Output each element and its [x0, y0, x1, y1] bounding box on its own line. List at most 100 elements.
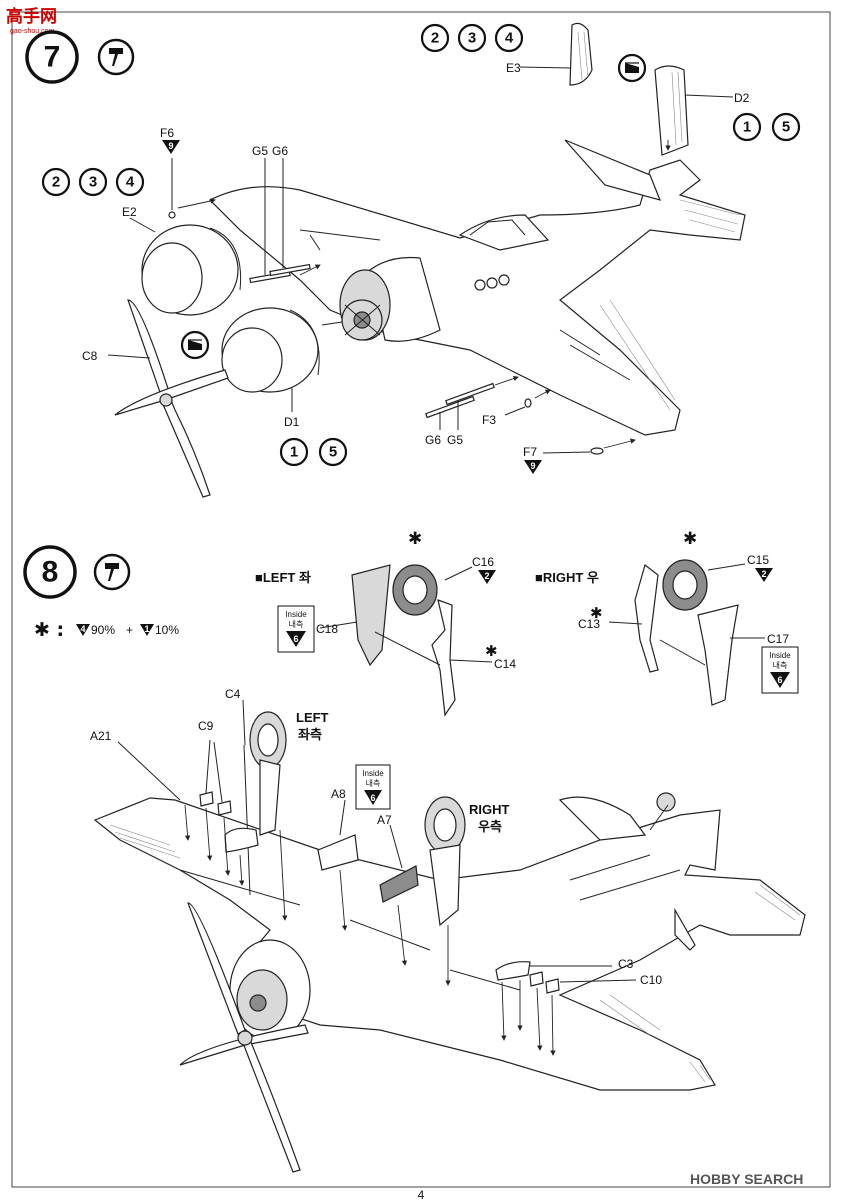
watermark-url: gao-shou.com: [10, 28, 55, 35]
paint-mix-legend: ✱ : 4 90% + 1 10%: [34, 619, 179, 641]
color-triangle: [140, 624, 154, 636]
part-f6: [168, 211, 176, 219]
decal-icon: [617, 53, 647, 83]
color-code: 1: [144, 624, 149, 634]
inside-badge-right: Inside 내측 6: [761, 646, 799, 694]
label-left: LEFT: [296, 710, 329, 725]
color-code: 6: [293, 634, 298, 644]
label-a21: A21: [90, 729, 112, 743]
color-code: 4: [80, 624, 85, 634]
glue-icon: [93, 553, 131, 591]
inside-badge-center: Inside 내측 6: [355, 764, 391, 810]
main-gear-right: [424, 796, 466, 986]
paint-refs-left: 2 3 4: [41, 167, 145, 197]
step-8: 8 ✱ : 4 90% + 1 10% ■LEFT 좌 ■RIGHT 우 Ins…: [23, 529, 806, 1173]
label-g6: G6: [272, 144, 288, 158]
engine: [341, 299, 383, 341]
label-c17: C17: [767, 632, 789, 646]
step-7: 7 2 3 4 2 3 4 1 5 1 5: [25, 22, 801, 498]
mix-percent-b: 10%: [155, 623, 179, 637]
watermark-text: HOBBY SEARCH: [690, 1171, 803, 1187]
label-c14: C14: [494, 657, 516, 671]
asterisk-mark: ✱: [485, 642, 498, 660]
paint-ref: 4: [126, 174, 135, 191]
asterisk-mark: ✱: [408, 529, 422, 549]
label-c9: C9: [198, 719, 214, 733]
mix-percent-a: 90%: [91, 623, 115, 637]
right-gear-subassembly: [608, 559, 765, 706]
left-gear-title: ■LEFT 좌: [255, 570, 311, 585]
asterisk-mark: ✱: [590, 604, 603, 622]
small-doors-left: [117, 739, 259, 886]
label-right-kr: 우측: [478, 819, 502, 834]
color-triangle: [524, 460, 542, 474]
cowling-e2: [129, 217, 242, 316]
label-c4: C4: [225, 687, 241, 701]
gear-door-c18: [351, 564, 391, 667]
color-code: 9: [168, 141, 173, 151]
inside-label-kr: 내측: [289, 620, 304, 629]
color-triangle: [478, 570, 496, 584]
label-e2: E2: [122, 205, 137, 219]
paint-ref: 3: [89, 174, 97, 191]
inside-badge-left: Inside 내측 6: [277, 605, 315, 653]
propeller-c8: [107, 299, 229, 498]
label-g5: G5: [447, 433, 463, 447]
label-c13: C13: [578, 617, 600, 631]
color-code: 9: [530, 461, 535, 471]
color-code: 2: [761, 569, 766, 579]
label-c3: C3: [618, 957, 634, 971]
airframe-step7: [208, 139, 746, 436]
paint-refs-d2: 1 5: [732, 112, 801, 142]
color-triangle: [162, 140, 180, 154]
label-c8: C8: [82, 349, 98, 363]
part-f7: [542, 438, 636, 455]
paint-ref: 5: [782, 119, 790, 136]
watermark-logo: 高手网 gao-shou.com: [6, 6, 57, 35]
paint-ref: 5: [329, 444, 337, 461]
decal-icon: [180, 330, 210, 360]
paint-refs-d1: 1 5: [279, 437, 348, 467]
label-a8: A8: [331, 787, 346, 801]
paint-ref: 4: [505, 30, 514, 47]
inside-label: Inside: [769, 651, 791, 660]
door-a8: [317, 799, 359, 931]
page-number: 4: [418, 1188, 425, 1200]
paint-ref: 1: [743, 119, 751, 136]
label-a7: A7: [377, 813, 392, 827]
color-triangle: [755, 568, 773, 582]
paint-refs-top: 2 3 4: [420, 23, 524, 53]
inside-label: Inside: [285, 610, 307, 619]
color-code: 6: [370, 793, 375, 803]
label-d1: D1: [284, 415, 300, 429]
label-g5: G5: [252, 144, 268, 158]
rods-g5-g6-upper: [249, 158, 321, 284]
inside-label: Inside: [362, 769, 384, 778]
tail-fin-e3: [519, 22, 593, 86]
label-left-kr: 좌측: [298, 727, 322, 742]
color-code: 2: [484, 571, 489, 581]
label-c10: C10: [640, 973, 662, 987]
mix-symbol: ✱ :: [34, 619, 64, 641]
page-frame: [11, 11, 831, 1188]
tail-wheel: [649, 792, 676, 831]
part-f3: [504, 389, 551, 416]
mix-plus: +: [126, 623, 133, 637]
step-7-labels: E3 D2 F6 9 G5 G6 E2 C8 D1 F3 G6 G5 F7 9: [82, 61, 750, 474]
inside-label-kr: 내측: [366, 779, 381, 788]
asterisk-mark: ✱: [683, 529, 697, 549]
step-7-number: 7: [44, 41, 61, 74]
label-d2: D2: [734, 91, 750, 105]
glue-icon: [97, 38, 135, 76]
paint-ref: 3: [468, 30, 476, 47]
propeller-step8: [179, 902, 309, 1173]
label-f7: F7: [523, 445, 537, 459]
label-c18: C18: [316, 622, 338, 636]
cowling-d1: [221, 307, 356, 412]
paint-ref: 2: [52, 174, 60, 191]
label-right: RIGHT: [469, 802, 510, 817]
gear-strut-c14: [431, 599, 456, 717]
right-gear-title: ■RIGHT 우: [535, 570, 599, 585]
inside-label-kr: 내측: [773, 661, 788, 670]
step-8-labels: ✱ C16 2 C18 ✱ C14 ✱ C15 2 ✱ C13 C17 C4 C…: [90, 529, 789, 987]
